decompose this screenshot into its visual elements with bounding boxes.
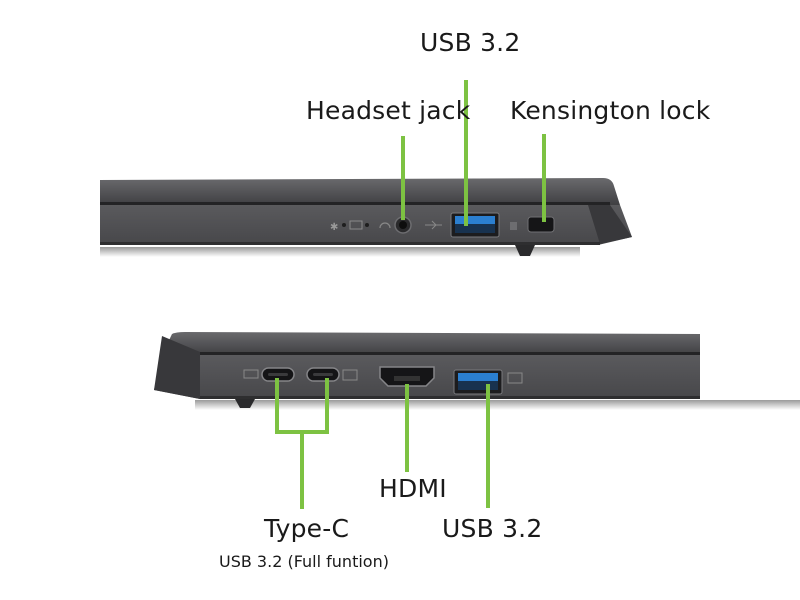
type-c-2-callout-line (325, 378, 329, 434)
usb-top-callout-line (464, 80, 468, 226)
laptop-right-side: ✱ USB 3.2 Headset jack Kensington lock (0, 0, 800, 270)
usb-bottom-callout-line (486, 384, 490, 508)
type-c-callout-stem (300, 432, 304, 509)
label-headset-jack: Headset jack (306, 96, 471, 125)
headset-jack-callout-line (401, 136, 405, 220)
label-usb-bottom: USB 3.2 (442, 514, 543, 543)
label-type-c: Type-C (264, 514, 350, 543)
hdmi-callout-line (405, 384, 409, 472)
label-hdmi: HDMI (379, 474, 447, 503)
laptop-right-side-illustration: ✱ (100, 178, 632, 257)
laptop-left-side: HDMI Type-C USB 3.2 (Full funtion) USB 3… (0, 300, 800, 600)
laptop-left-side-illustration (154, 332, 800, 410)
label-type-c-sub: USB 3.2 (Full funtion) (219, 552, 389, 571)
label-kensington-lock: Kensington lock (510, 96, 711, 125)
kensington-callout-line (542, 134, 546, 222)
svg-text:✱: ✱ (330, 222, 338, 233)
type-c-1-callout-line (275, 378, 279, 434)
label-usb-top: USB 3.2 (420, 28, 521, 57)
